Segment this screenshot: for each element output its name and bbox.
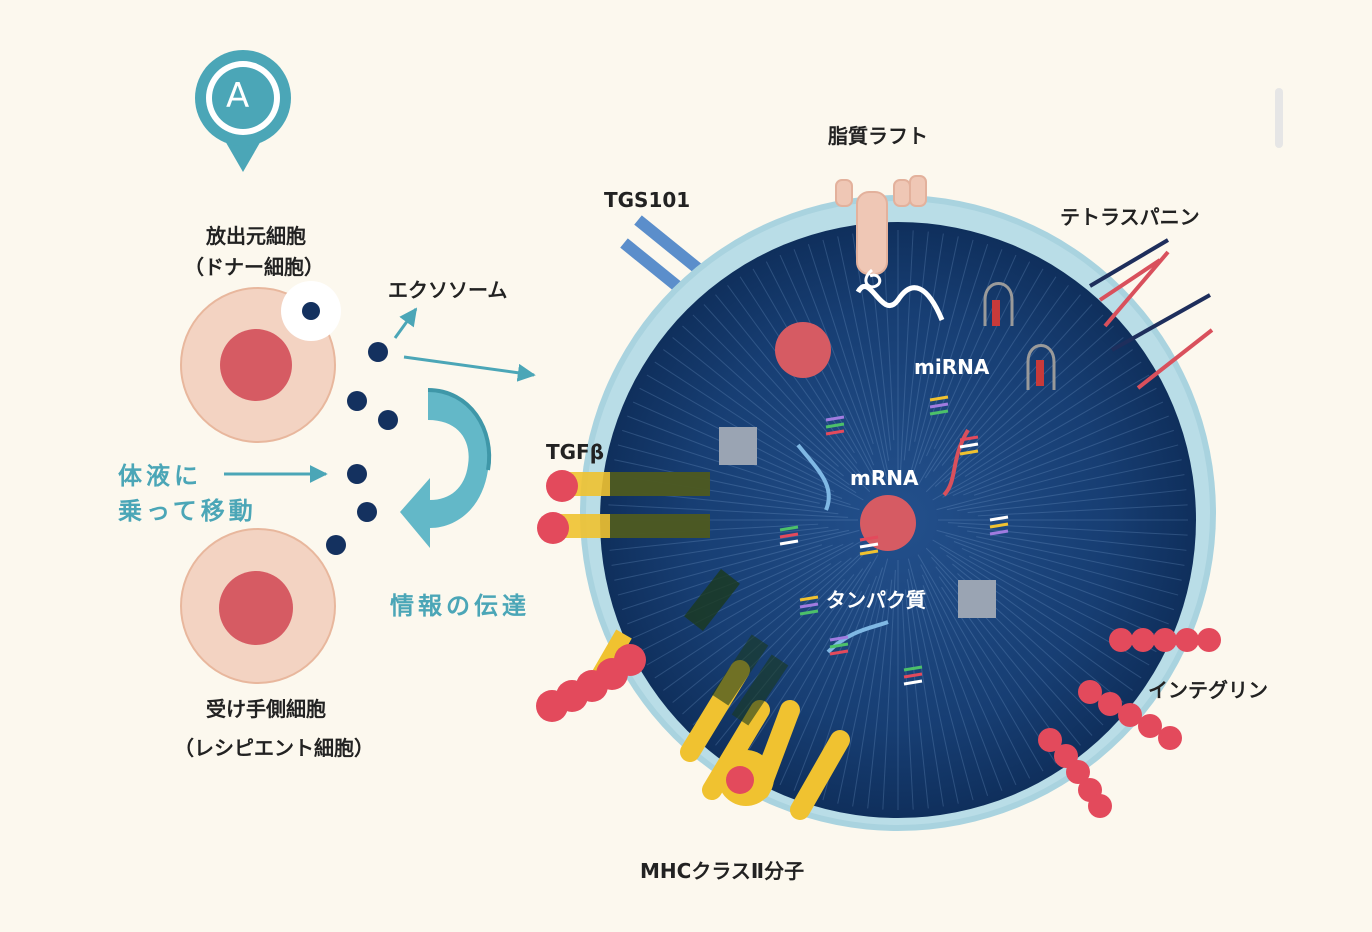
label-recipient-cell: 受け手側細胞 [206,697,326,721]
integrin-beads-right [1038,628,1221,818]
label-tetraspanin: テトラスパニン [1060,205,1200,229]
mirna-hairpin-icon [983,282,1056,390]
edge-fragment [1275,88,1283,148]
exosome-dots [326,342,398,555]
label-mhc: MHCクラスⅡ分子 [640,859,805,883]
arrows [224,307,536,483]
info-transfer-arrow [400,388,492,548]
label-protein: タンパク質 [826,588,926,612]
badge-a-icon [195,50,291,172]
recipient-cell [180,528,336,684]
label-tgfb: TGFβ [546,440,605,464]
label-mirna: miRNA [914,355,990,379]
label-body-fluid-2: 乗って移動 [118,497,257,525]
mhc-class-ii-molecules [680,634,850,820]
label-mrna: mRNA [850,466,919,490]
label-integrin: インテグリン [1148,678,1268,702]
label-tgs101: TGS101 [604,188,691,212]
protein-squares [719,427,996,618]
rna-fragments [779,395,1009,686]
label-body-fluid-1: 体液に [118,462,202,490]
donor-cell [180,281,341,443]
tetraspanin-icon [1088,238,1214,390]
label-donor-cell-sub: （ドナー細胞） [184,255,324,279]
badge-letter: A [226,76,250,116]
label-recipient-cell-sub: （レシピエント細胞） [174,736,374,760]
label-exosome: エクソソーム [388,278,508,302]
tgfb-receptors [537,470,710,544]
label-info-transfer: 情報の伝達 [390,592,530,620]
integrin-beads-left [536,568,740,722]
lipid-raft-icon [835,175,927,289]
rna-strand [855,283,945,321]
label-lipid-raft: 脂質ラフト [828,124,928,148]
label-donor-cell: 放出元細胞 [206,224,306,248]
